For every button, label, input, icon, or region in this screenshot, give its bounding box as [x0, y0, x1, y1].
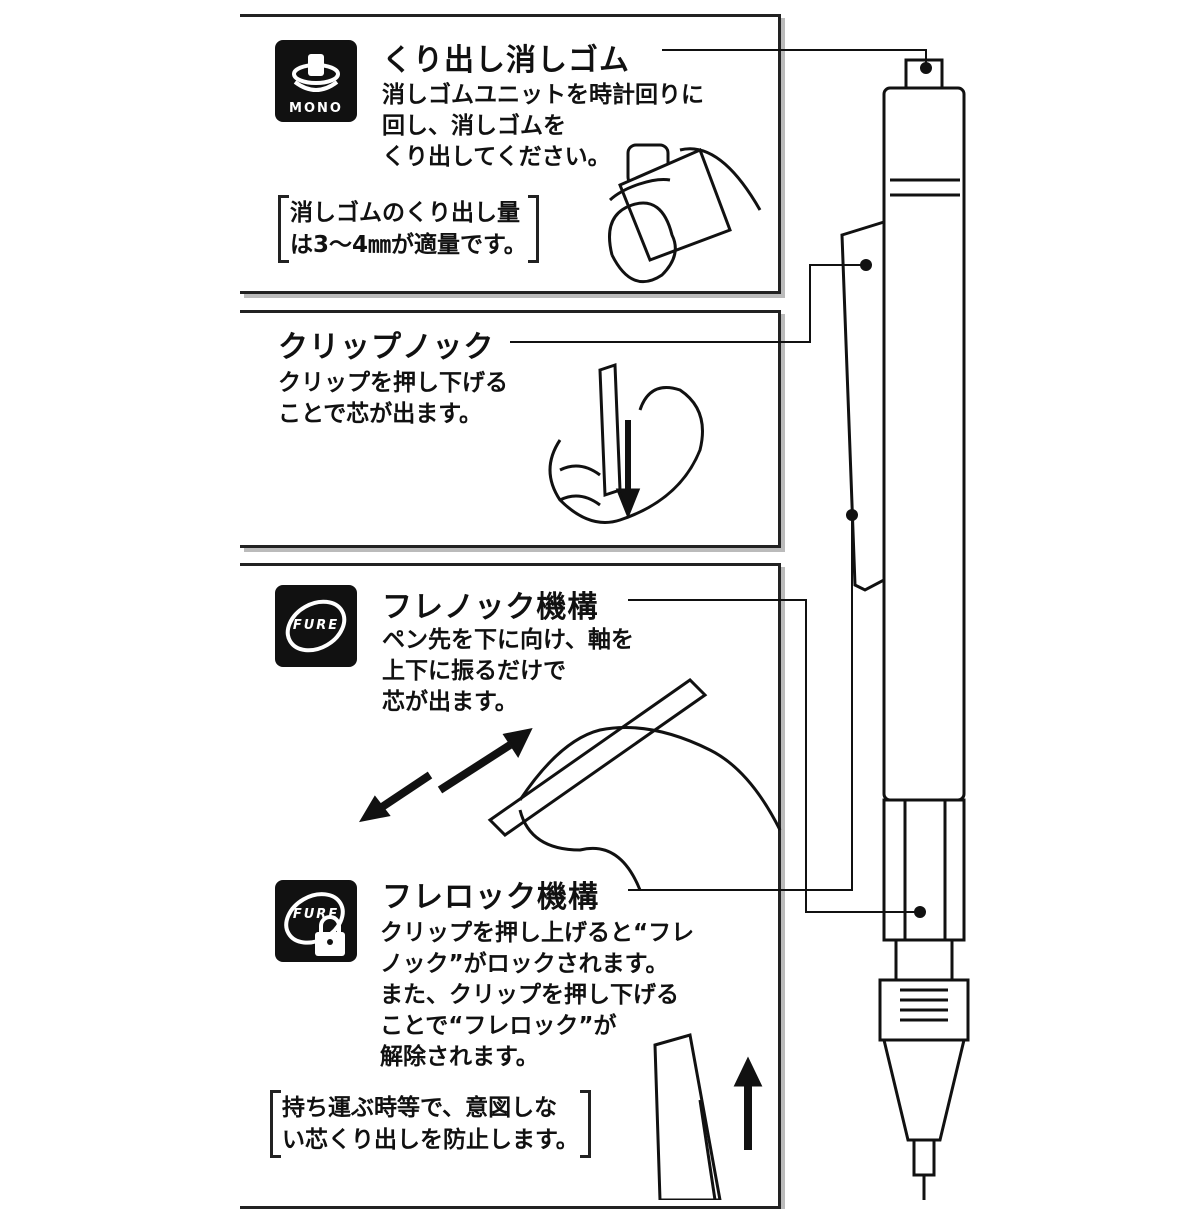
section-title: クリップノック [278, 330, 495, 365]
logo-text: FURE [292, 907, 340, 922]
section-note: 持ち運ぶ時等で、意図しな い芯くり出しを防止します。 [270, 1090, 591, 1158]
fure-lock-icon [284, 892, 345, 956]
section-body: 消しゴムユニットを時計回りに 回し、消しゴムを くり出してください。 [382, 82, 704, 170]
section-title: くり出し消しゴム [382, 43, 630, 78]
section-title: フレノック機構 [382, 590, 599, 625]
mechanical-pencil [878, 58, 970, 1200]
pen-clip [840, 219, 886, 592]
section-title: フレロック機構 [382, 880, 599, 915]
logo-text: MONO [289, 101, 343, 116]
section-body: ペン先を下に向け、軸を 上下に振るだけで 芯が出ます。 [382, 627, 634, 715]
section-body: クリップを押し下げる ことで芯が出ます。 [278, 370, 508, 427]
fure-logo: FURE [275, 585, 357, 667]
mono-logo: MONO [275, 40, 357, 122]
eraser-rotate-icon [292, 54, 340, 92]
logo-text: FURE [292, 618, 340, 633]
fure-lock-logo: FURE [275, 880, 357, 962]
section-body: クリップを押し上げると“フレ ノック”がロックされます。 また、クリップを押し下… [380, 920, 695, 1070]
fure-swirl-icon [285, 599, 347, 653]
section-note: 消しゴムのくり出し量 は3〜4㎜が適量です。 [278, 195, 539, 263]
